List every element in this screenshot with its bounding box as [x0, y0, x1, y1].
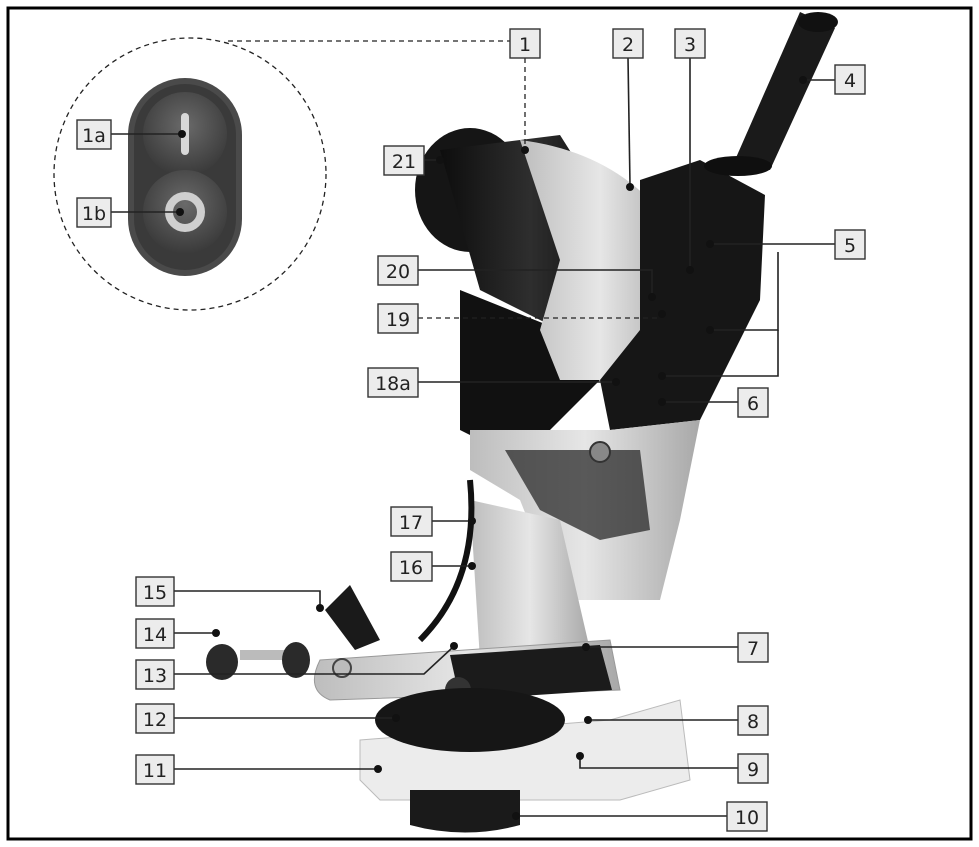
- base-foot: [410, 790, 520, 833]
- callout-13-text: 13: [143, 665, 167, 687]
- callout-5-text: 5: [844, 235, 856, 257]
- handle-collar: [704, 156, 772, 176]
- callout-16-text: 16: [399, 557, 423, 579]
- callout-7: 7: [738, 633, 768, 662]
- callout-12-text: 12: [143, 709, 167, 731]
- callout-6-text: 6: [747, 393, 759, 415]
- callout-1: 1: [510, 29, 540, 58]
- callout-11-text: 11: [143, 760, 167, 782]
- callout-8-text: 8: [747, 711, 759, 733]
- callout-5: 5: [835, 230, 865, 259]
- callout-11: 11: [136, 755, 174, 784]
- callout-9-text: 9: [747, 759, 759, 781]
- callout-1b: 1b: [77, 198, 111, 227]
- arm-bolt: [590, 442, 610, 462]
- callout-6: 6: [738, 388, 768, 417]
- callout-3: 3: [675, 29, 705, 58]
- chain-stop: [325, 585, 380, 650]
- callout-20-text: 20: [386, 261, 410, 283]
- callout-15-text: 15: [143, 582, 167, 604]
- callout-17: 17: [391, 507, 432, 536]
- callout-9: 9: [738, 754, 768, 783]
- callout-1a: 1a: [77, 120, 111, 149]
- callout-1b-text: 1b: [82, 203, 106, 225]
- callout-14-text: 14: [143, 624, 167, 646]
- adjust-nut: [282, 642, 310, 678]
- callout-14: 14: [136, 619, 174, 648]
- callout-3-text: 3: [684, 34, 696, 56]
- callout-19-text: 19: [386, 309, 410, 331]
- handle-end: [798, 12, 838, 32]
- callout-18a: 18a: [368, 368, 418, 397]
- callout-4-text: 4: [844, 70, 856, 92]
- callout-15: 15: [136, 577, 174, 606]
- handle-grip: [735, 12, 835, 170]
- callout-10: 10: [727, 802, 767, 831]
- callout-16: 16: [391, 552, 432, 581]
- callout-2: 2: [613, 29, 643, 58]
- callout-12: 12: [136, 704, 174, 733]
- callout-21: 21: [384, 146, 424, 175]
- callout-1a-text: 1a: [82, 125, 106, 147]
- callout-17-text: 17: [399, 512, 423, 534]
- callout-19: 19: [378, 304, 418, 333]
- callout-18a-text: 18a: [375, 373, 411, 395]
- callout-1-text: 1: [519, 34, 531, 56]
- callout-13: 13: [136, 660, 174, 689]
- callout-21-text: 21: [392, 151, 416, 173]
- callout-2-text: 2: [622, 34, 634, 56]
- callout-4: 4: [835, 65, 865, 94]
- callout-20: 20: [378, 256, 418, 285]
- turntable: [375, 688, 565, 752]
- callout-10-text: 10: [735, 807, 759, 829]
- callout-7-text: 7: [747, 638, 759, 660]
- callout-8: 8: [738, 706, 768, 735]
